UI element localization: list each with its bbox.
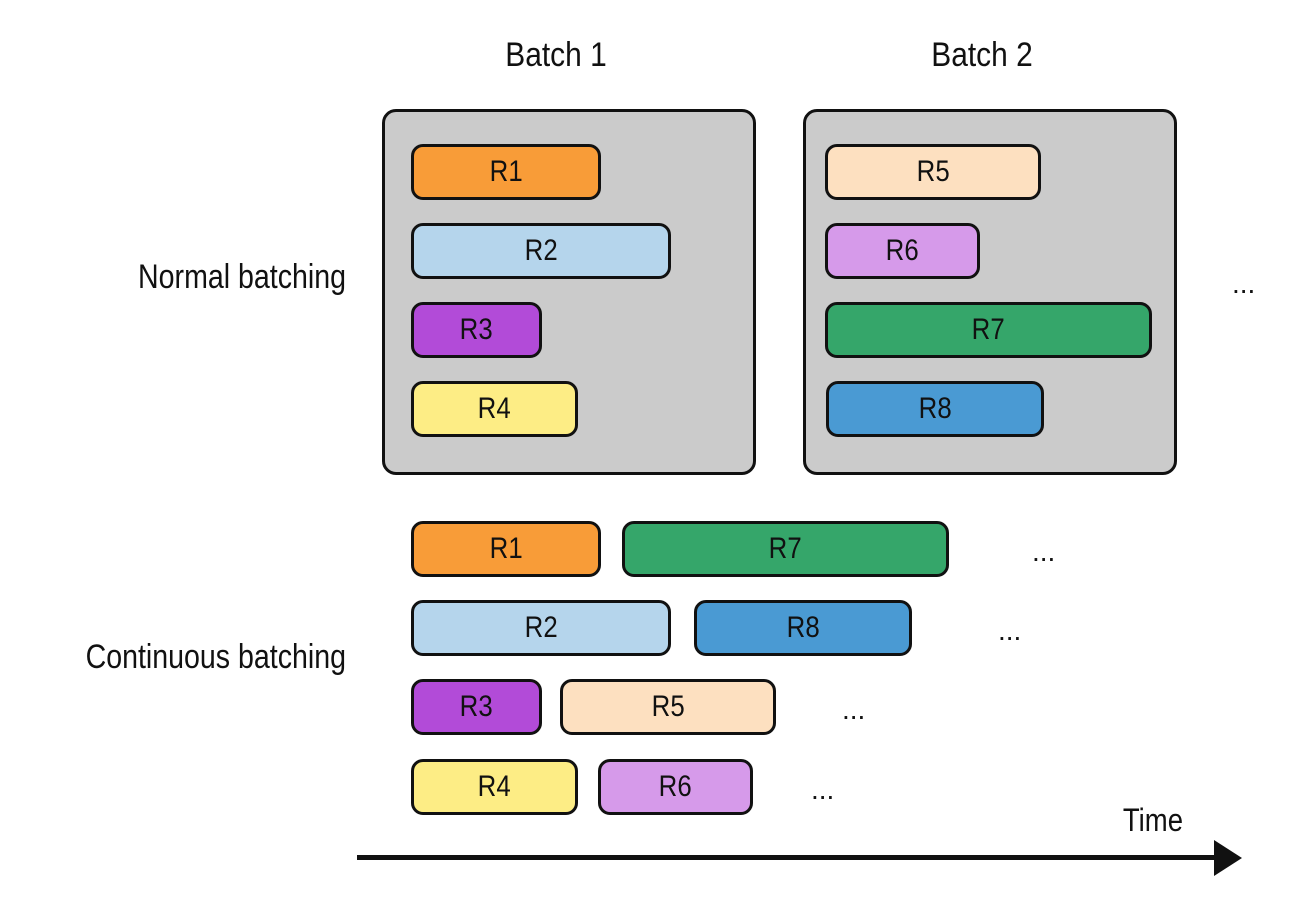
request-r8-continuous: R8 bbox=[694, 600, 912, 656]
request-label: R8 bbox=[918, 392, 952, 425]
request-label: R3 bbox=[459, 690, 493, 723]
request-r4-continuous: R4 bbox=[411, 759, 578, 815]
request-label: R2 bbox=[524, 234, 558, 267]
request-r7-continuous: R7 bbox=[622, 521, 949, 577]
request-r1-normal: R1 bbox=[411, 144, 601, 200]
request-label: R6 bbox=[885, 234, 919, 267]
row-1-ellipsis: ... bbox=[1032, 536, 1056, 567]
request-r1-continuous: R1 bbox=[411, 521, 601, 577]
row-3-ellipsis: ... bbox=[842, 694, 866, 725]
request-r6-continuous: R6 bbox=[598, 759, 753, 815]
request-label: R2 bbox=[524, 611, 558, 644]
row-4-ellipsis: ... bbox=[811, 774, 835, 805]
normal-batching-ellipsis: ... bbox=[1232, 268, 1256, 299]
request-label: R7 bbox=[971, 313, 1005, 346]
request-label: R6 bbox=[658, 770, 692, 803]
request-label: R4 bbox=[477, 770, 511, 803]
request-r5-normal: R5 bbox=[825, 144, 1041, 200]
request-label: R7 bbox=[768, 532, 802, 565]
request-r8-normal: R8 bbox=[826, 381, 1044, 437]
normal-batching-label: Normal batching bbox=[138, 258, 346, 296]
request-r6-normal: R6 bbox=[825, 223, 980, 279]
request-label: R1 bbox=[489, 155, 523, 188]
request-r3-normal: R3 bbox=[411, 302, 542, 358]
row-2-ellipsis: ... bbox=[998, 615, 1022, 646]
request-label: R5 bbox=[651, 690, 685, 723]
batch-2-title: Batch 2 bbox=[931, 36, 1033, 74]
batch-1-title: Batch 1 bbox=[505, 36, 607, 74]
request-r2-normal: R2 bbox=[411, 223, 671, 279]
request-label: R1 bbox=[489, 532, 523, 565]
time-label: Time bbox=[1122, 802, 1184, 838]
request-r7-normal: R7 bbox=[825, 302, 1152, 358]
request-label: R4 bbox=[477, 392, 511, 425]
request-label: R8 bbox=[786, 611, 820, 644]
time-arrow-icon bbox=[1214, 840, 1242, 876]
request-r5-continuous: R5 bbox=[560, 679, 776, 735]
request-r2-continuous: R2 bbox=[411, 600, 671, 656]
continuous-batching-label: Continuous batching bbox=[85, 638, 346, 676]
request-r3-continuous: R3 bbox=[411, 679, 542, 735]
request-label: R3 bbox=[459, 313, 493, 346]
request-r4-normal: R4 bbox=[411, 381, 578, 437]
request-label: R5 bbox=[916, 155, 950, 188]
time-axis-line bbox=[357, 855, 1219, 860]
